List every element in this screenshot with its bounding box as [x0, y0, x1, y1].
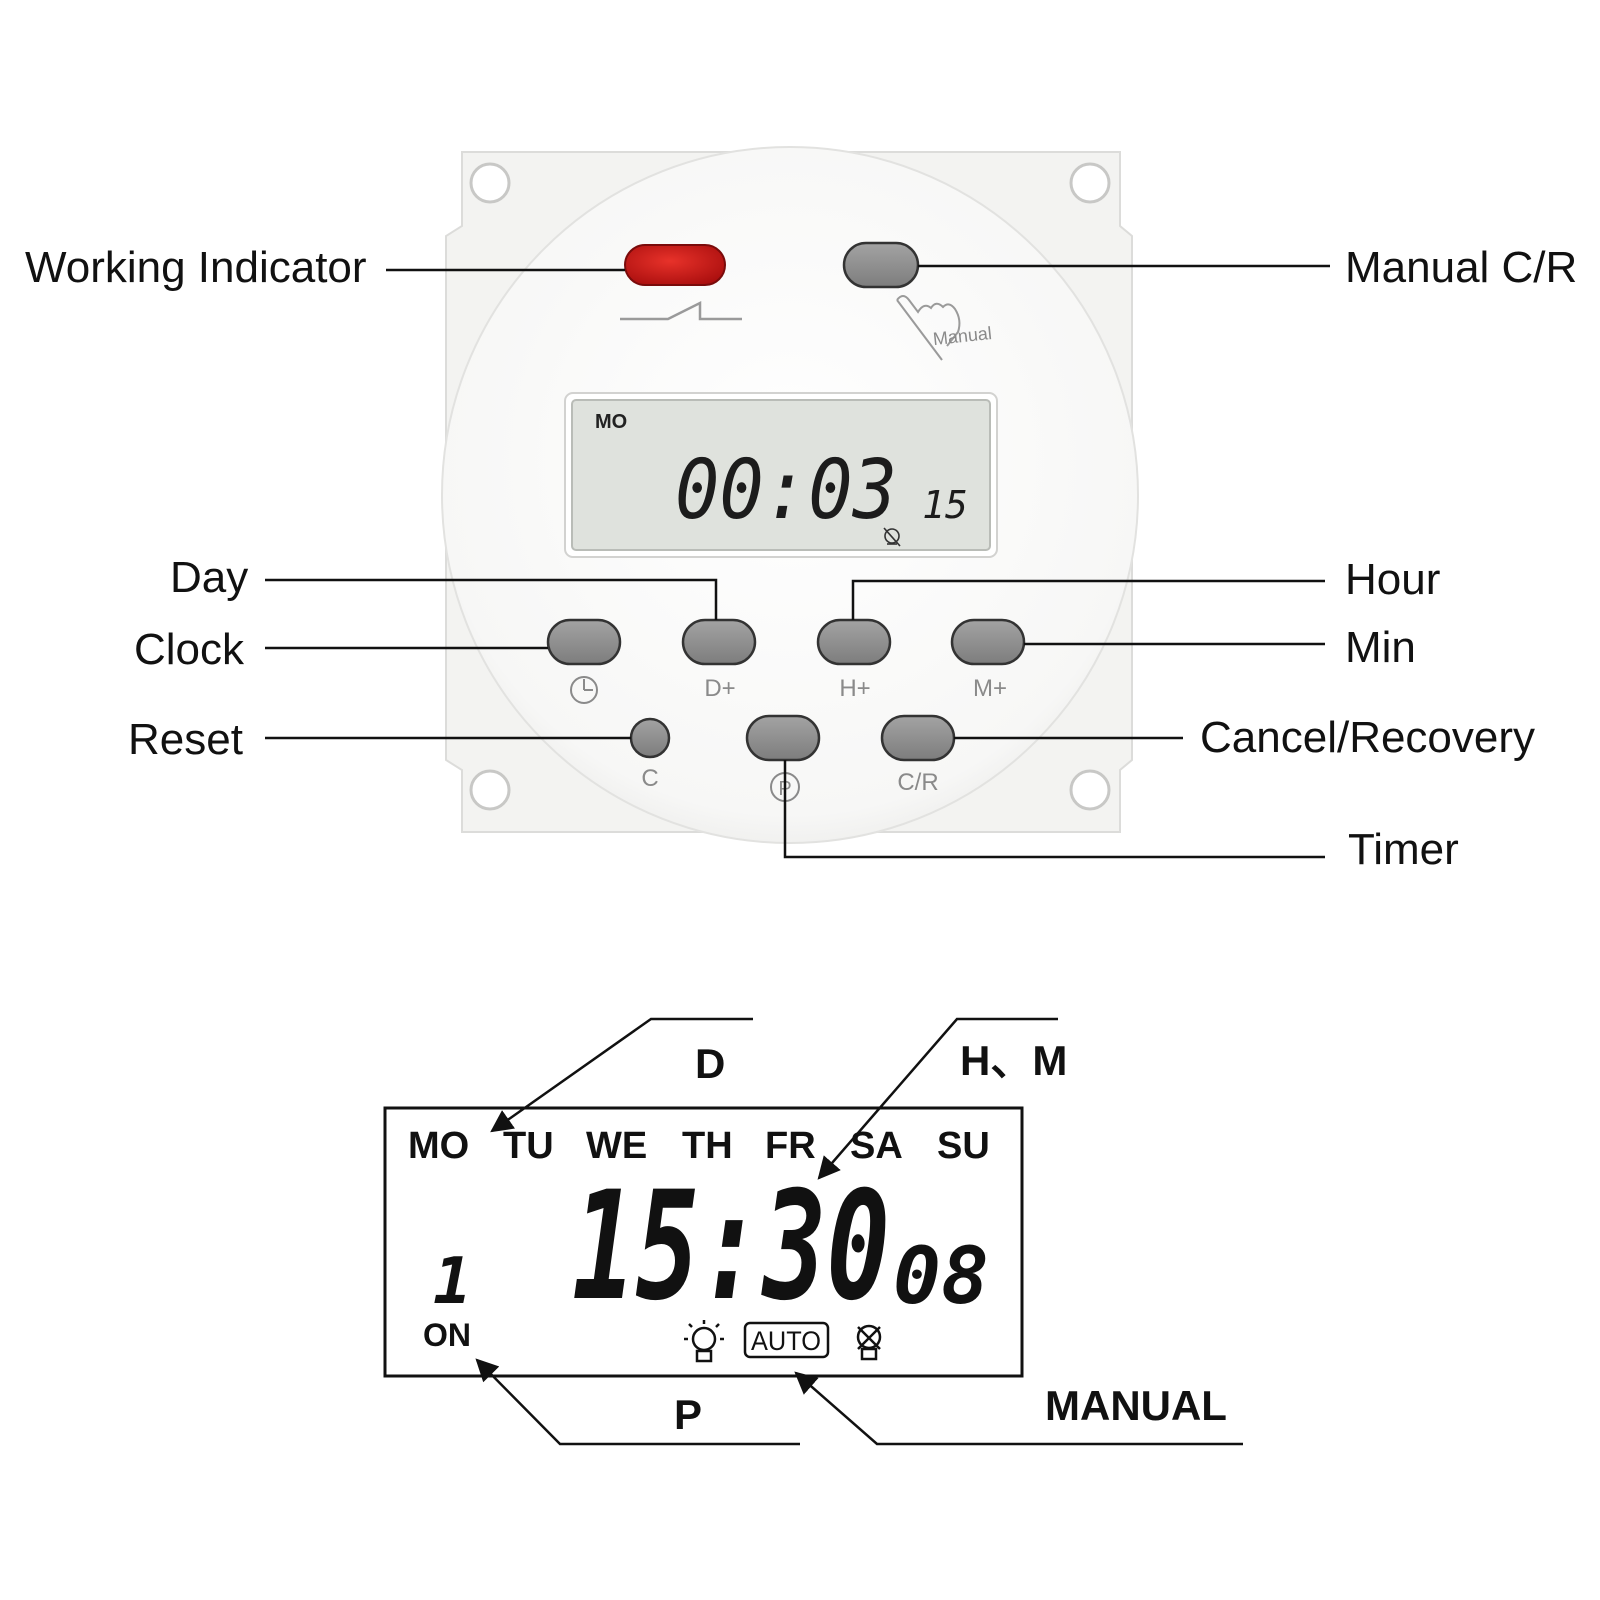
timer-device: Manual MO 00:03 15 D+ H+ M+ C	[441, 146, 1139, 844]
weekday-th: TH	[682, 1125, 733, 1167]
label-d: D	[695, 1040, 725, 1087]
callout-working-indicator: Working Indicator	[25, 243, 367, 292]
weekday-tu: TU	[503, 1125, 554, 1167]
callout-lines	[265, 264, 1330, 859]
lcd-diagram-frame	[383, 1106, 1024, 1378]
lcd-day: MO	[595, 411, 627, 433]
mount-hole-top-right	[1069, 162, 1111, 204]
weekday-su: SU	[937, 1125, 990, 1167]
cancel-recovery-button[interactable]	[880, 714, 956, 762]
manual-cr-button[interactable]	[842, 241, 920, 289]
weekday-mo: MO	[408, 1125, 469, 1167]
working-indicator-led	[624, 244, 726, 286]
diagram-arrows	[475, 1017, 1243, 1446]
weekday-row: MO TU WE TH FR SA SU	[408, 1125, 990, 1167]
lcd-diagram-time: 15:30	[572, 1160, 890, 1334]
relay-switch-icon	[620, 300, 742, 321]
mount-hole-bottom-right	[1069, 769, 1111, 811]
label-p: P	[674, 1391, 702, 1438]
callout-clock: Clock	[134, 625, 245, 674]
callout-manual-cr: Manual C/R	[1345, 243, 1578, 292]
mount-hole-top-left	[469, 162, 511, 204]
on-label: ON	[423, 1317, 471, 1353]
day-button-label: D+	[704, 675, 735, 702]
bulb-off-icon	[883, 527, 901, 547]
callout-day: Day	[170, 553, 249, 602]
callout-cancel-recovery: Cancel/Recovery	[1200, 713, 1536, 762]
hour-button-label: H+	[839, 675, 870, 702]
callout-min: Min	[1345, 623, 1416, 672]
timer-button[interactable]	[745, 714, 821, 762]
label-hm: H、M	[960, 1037, 1067, 1084]
clock-button[interactable]	[546, 618, 622, 666]
bulb-on-icon	[684, 1320, 724, 1363]
hour-button[interactable]	[816, 618, 892, 666]
cancel-recovery-button-label: C/R	[897, 769, 938, 796]
label-manual: MANUAL	[1045, 1382, 1227, 1429]
lcd-screen	[571, 399, 991, 551]
callout-timer: Timer	[1348, 825, 1459, 874]
mount-hole-bottom-left	[469, 769, 511, 811]
weekday-we: WE	[586, 1125, 647, 1167]
lcd-diagram-seconds: 08	[893, 1232, 989, 1322]
reset-button[interactable]	[629, 717, 671, 759]
weekday-fr: FR	[765, 1125, 816, 1167]
hand-pointer-icon	[896, 295, 961, 361]
day-button[interactable]	[681, 618, 757, 666]
reset-button-label: C	[641, 765, 658, 792]
bulb-off-icon-diagram	[856, 1324, 882, 1361]
min-button-label: M+	[973, 675, 1007, 702]
callout-reset: Reset	[128, 715, 243, 764]
min-button[interactable]	[950, 618, 1026, 666]
callout-hour: Hour	[1345, 555, 1441, 604]
program-number: 1	[433, 1245, 472, 1319]
lcd-time: 00:03	[675, 443, 897, 538]
lcd-diagram: MO TU WE TH FR SA SU 15:30 08 1 ON AUTO	[383, 1106, 1024, 1378]
clock-icon	[570, 676, 598, 704]
lcd-seconds: 15	[922, 483, 968, 527]
auto-label: AUTO	[751, 1326, 821, 1356]
auto-badge	[743, 1321, 830, 1359]
